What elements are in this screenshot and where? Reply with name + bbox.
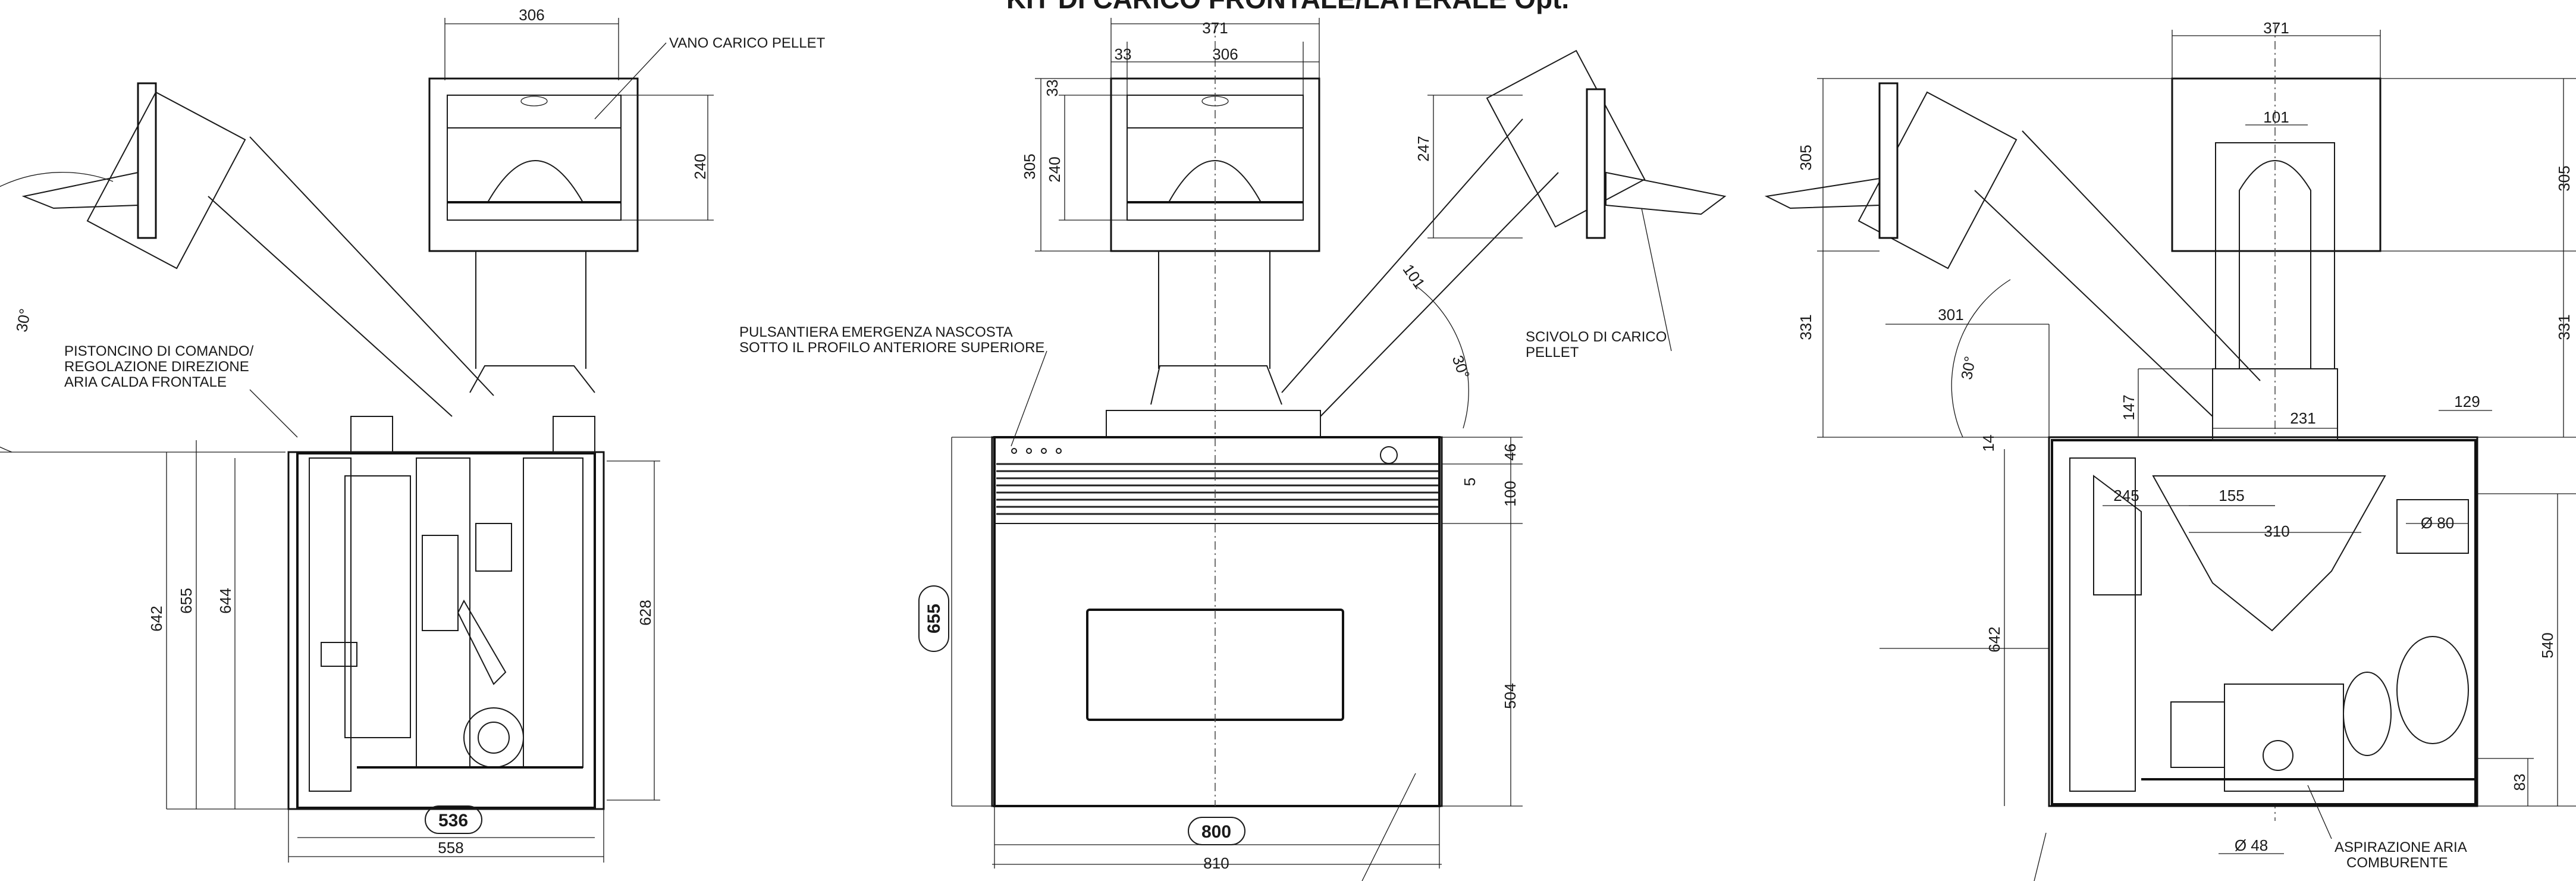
right-dim-245: 245 — [2113, 487, 2139, 504]
left-dim-top: 306 — [519, 6, 544, 24]
label-vano-carico: VANO CARICO PELLET — [669, 35, 826, 51]
right-dim-231: 231 — [2290, 409, 2315, 427]
left-dim-536: 536 — [438, 811, 468, 830]
label-pulsantiera-2: SOTTO IL PROFILO ANTERIORE SUPERIORE — [739, 340, 1044, 356]
center-dim-305: 305 — [1021, 153, 1038, 179]
center-dim-800: 800 — [1201, 822, 1231, 842]
center-dim-33a: 33 — [1115, 45, 1132, 63]
right-dim-phi80: Ø 80 — [2421, 514, 2454, 532]
center-dim-306: 306 — [1212, 45, 1238, 63]
right-dim-642: 642 — [1985, 626, 2003, 652]
right-dim-371: 371 — [2263, 19, 2289, 37]
label-pistoncino-2: REGOLAZIONE DIREZIONE — [64, 359, 249, 375]
left-dim-644: 644 — [217, 588, 234, 613]
left-side-view: 306 240 30° 642 655 644 628 536 558 VANO… — [0, 6, 826, 863]
left-dim-558: 558 — [438, 839, 463, 857]
label-pulsantiera-1: PULSANTIERA EMERGENZA NASCOSTA — [739, 324, 1013, 340]
center-dim-33b: 33 — [1043, 80, 1061, 97]
label-scivolo-2: PELLET — [1526, 344, 1579, 360]
front-view: 371 33 306 33 305 240 247 101 30° 46 5 1… — [739, 18, 1727, 881]
right-dim-129: 129 — [2454, 393, 2480, 410]
right-dim-540: 540 — [2539, 632, 2556, 658]
label-pistoncino-1: PISTONCINO DI COMANDO/ — [64, 343, 254, 359]
section-view: 371 101 305 305 331 331 301 30° 147 14 2… — [1764, 19, 2576, 881]
drawing-title: KIT DI CARICO FRONTALE/LATERALE Opt. — [1006, 0, 1569, 14]
center-dim-angle: 30° — [1449, 353, 1474, 381]
right-dim-101: 101 — [2263, 108, 2289, 126]
right-dim-14: 14 — [1979, 435, 1997, 452]
label-scivolo-1: SCIVOLO DI CARICO — [1526, 329, 1667, 345]
right-dim-147: 147 — [2120, 394, 2138, 420]
right-dim-305-right: 305 — [2555, 165, 2573, 191]
right-dim-305-left: 305 — [1797, 145, 1815, 170]
label-pistoncino-3: ARIA CALDA FRONTALE — [64, 374, 227, 390]
left-dim-642: 642 — [148, 606, 165, 631]
left-dim-angle: 30° — [12, 307, 34, 333]
center-dim-101: 101 — [1400, 261, 1429, 292]
center-dim-100: 100 — [1501, 481, 1519, 506]
right-dim-angle: 30° — [1957, 355, 1979, 381]
center-dim-5: 5 — [1461, 478, 1479, 486]
center-dim-240: 240 — [1046, 156, 1063, 182]
label-aspirazione-1: ASPIRAZIONE ARIA — [2335, 839, 2467, 855]
center-dim-371: 371 — [1202, 19, 1228, 37]
right-dim-phi48: Ø 48 — [2235, 836, 2268, 854]
center-dim-655: 655 — [924, 604, 944, 634]
left-dim-655: 655 — [177, 588, 195, 613]
right-dim-331-left: 331 — [1797, 314, 1815, 340]
center-dim-247: 247 — [1414, 136, 1432, 161]
center-dim-504: 504 — [1501, 683, 1519, 708]
left-dim-240: 240 — [691, 153, 709, 179]
center-dim-810: 810 — [1203, 854, 1229, 872]
right-dim-310: 310 — [2264, 522, 2289, 540]
right-dim-83: 83 — [2511, 774, 2528, 791]
left-dim-628: 628 — [636, 600, 654, 625]
right-dim-331-right: 331 — [2555, 314, 2573, 340]
right-dim-155: 155 — [2219, 487, 2244, 504]
label-aspirazione-2: COMBURENTE — [2346, 855, 2448, 871]
right-dim-301: 301 — [1938, 306, 1963, 324]
center-dim-46: 46 — [1501, 444, 1519, 461]
